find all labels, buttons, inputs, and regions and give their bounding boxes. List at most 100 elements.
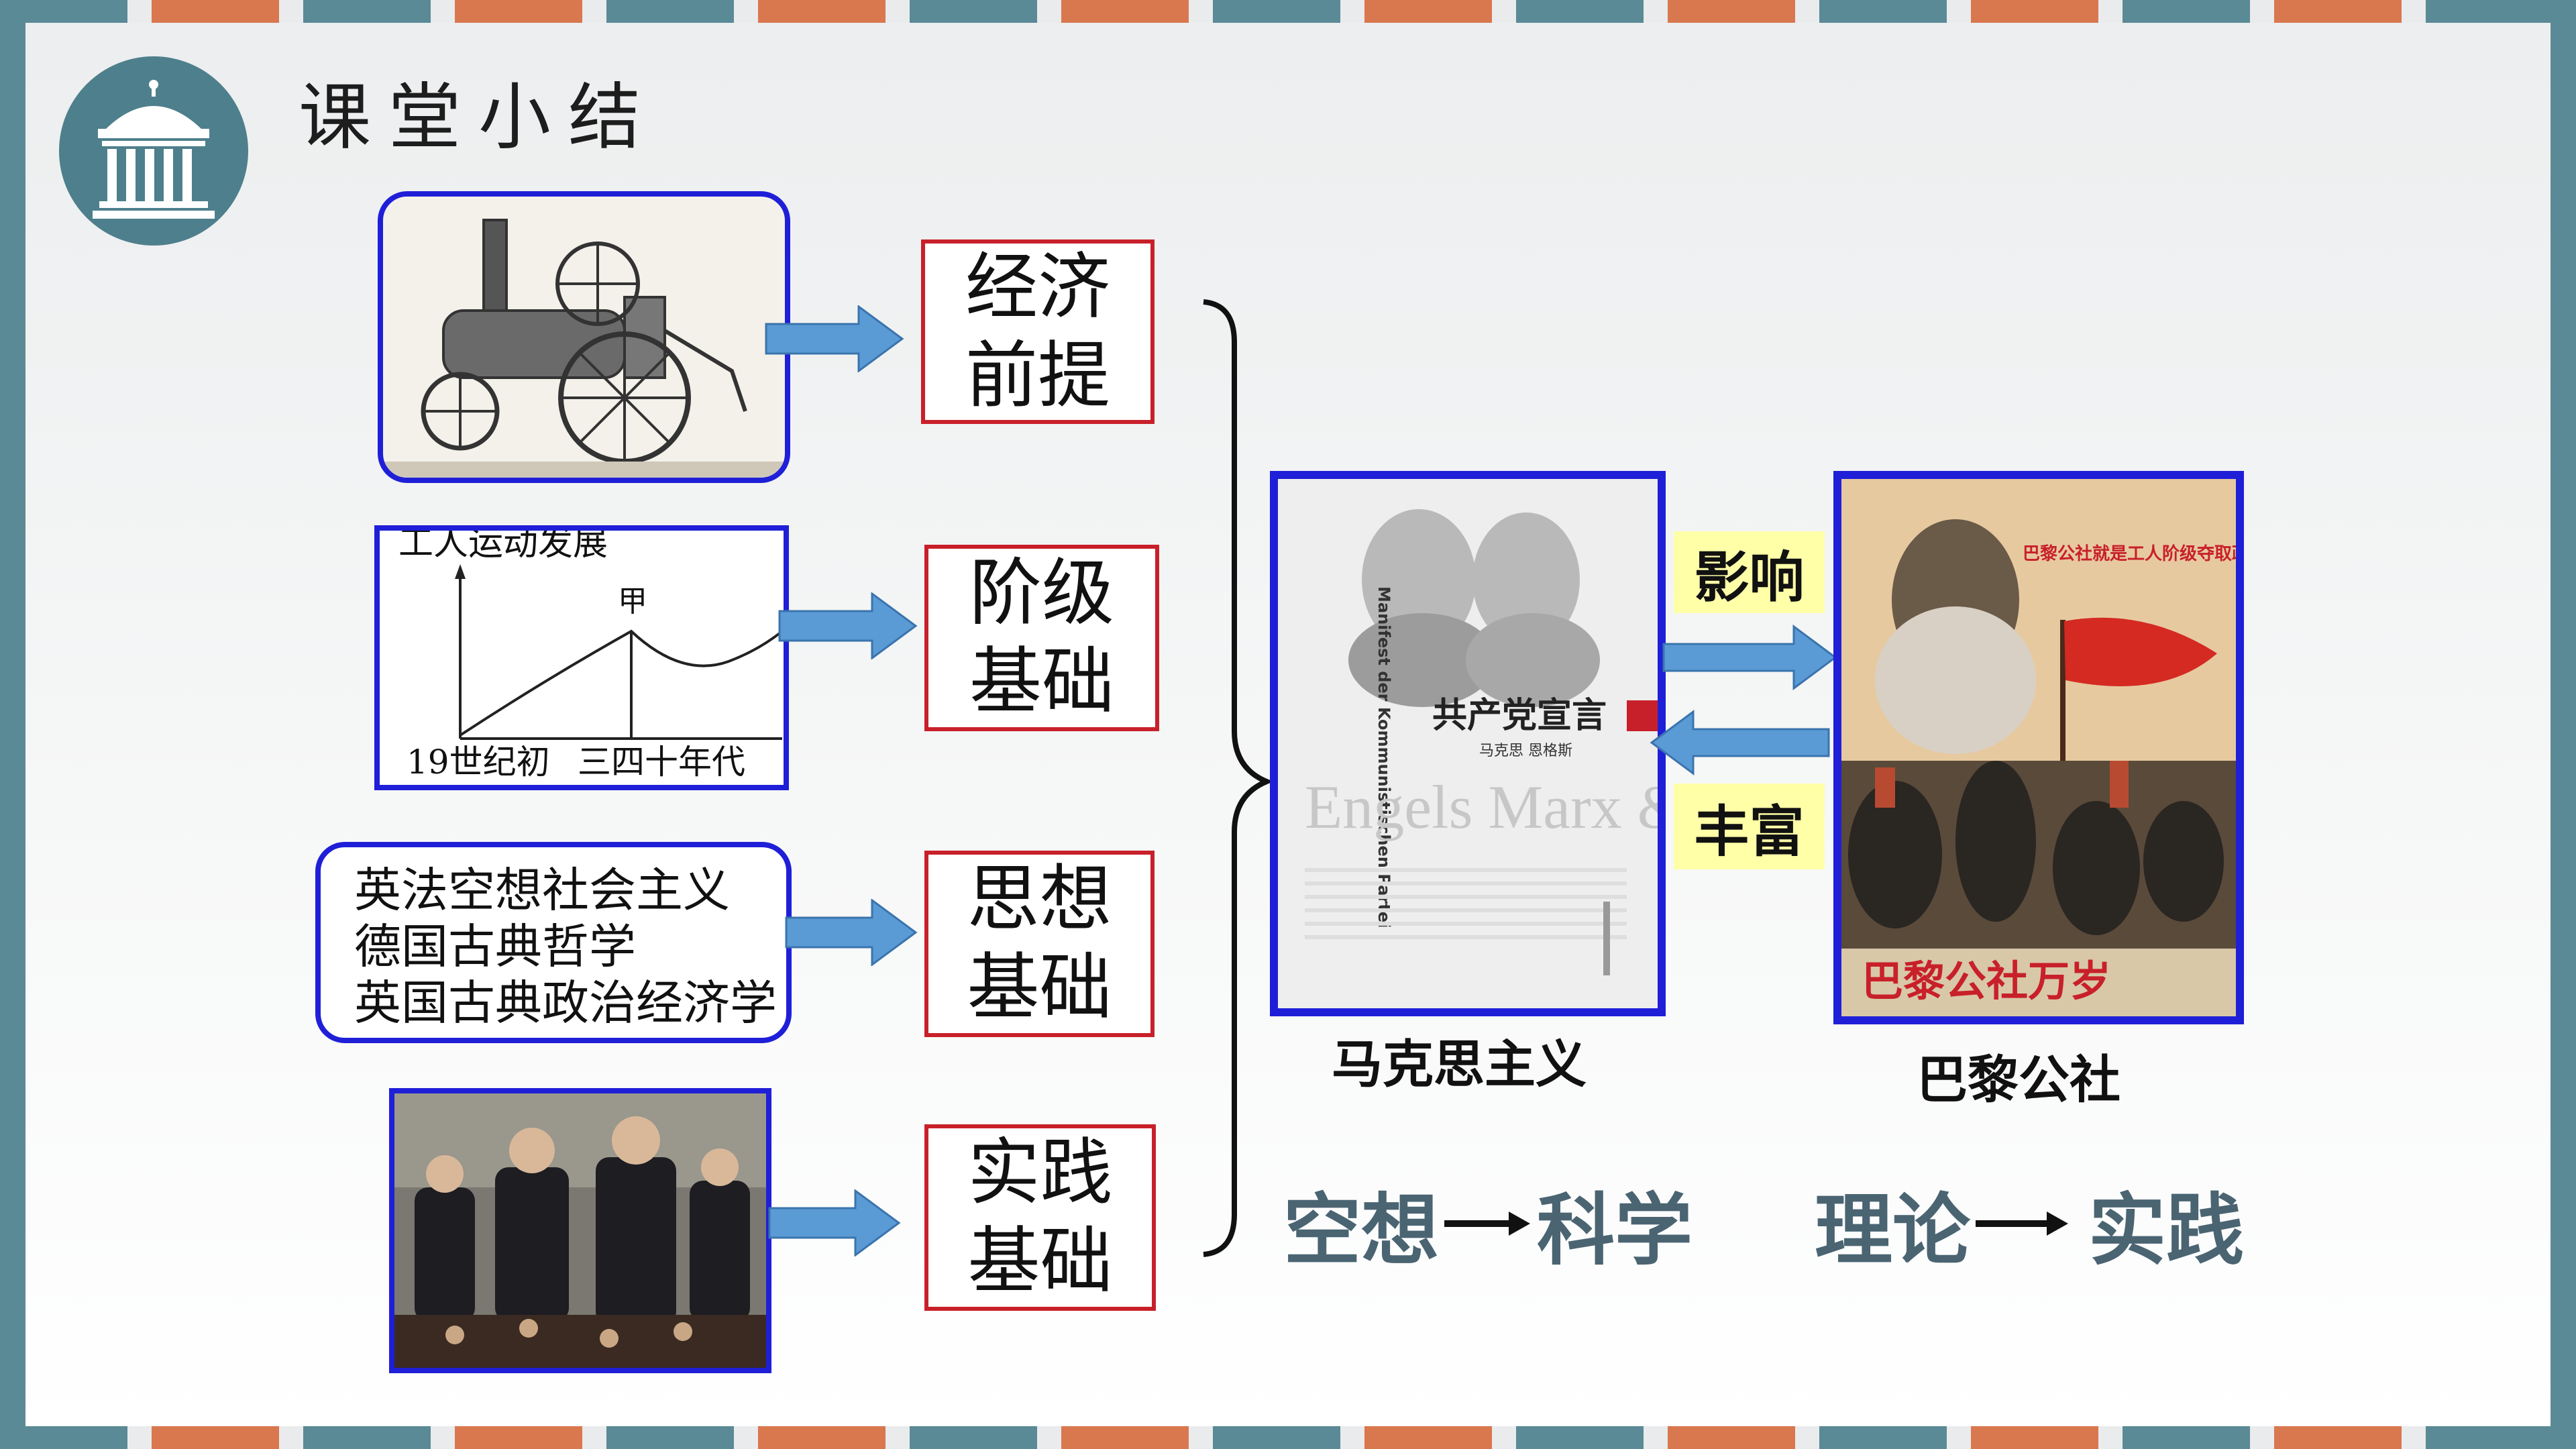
enrich-label: 丰富 [1674,784,1825,869]
page-title: 课堂小结 [299,76,659,160]
flow-to: 科学 [1537,1185,1693,1276]
chart-x-peak-label: 三四十年代 [578,743,745,782]
border-stripe-segment [431,0,455,23]
border-stripe-segment [2426,1426,2553,1449]
foundation-label-ideas: 思想 基础 [924,851,1155,1037]
arrow-right [765,305,904,372]
ideas-line: 德国古典哲学 [354,919,636,974]
border-stripe-segment [606,0,734,23]
flow-from: 空想 [1283,1185,1439,1276]
flow-utopia-to-science: 空想 科学 [1283,1167,1693,1280]
border-stripe-segment [1364,0,1492,23]
communist-manifesto-cover: Manifest der Kommunistischen Partei 共产党宣… [1270,471,1666,1016]
border-stripe-segment [1644,1426,1668,1449]
arrow-right [785,899,918,966]
steam-engine-image [378,191,790,483]
border-stripe-segment [455,0,582,23]
flow-from: 理论 [1815,1185,1970,1276]
chart-x-start-label: 19世纪初 [407,743,550,782]
border-stripe-segment [1037,0,1061,23]
border-stripe-segment [1213,1426,1340,1449]
border-stripe-segment [1971,1426,2098,1449]
workers-movement-chart: 工人运动发展 甲 19世纪初 三四十年代 [374,525,789,790]
border-stripe-segment [1819,1426,1947,1449]
cover-authors: 马克思 恩格斯 [1479,743,1572,759]
flow-theory-to-practice: 理论 实践 [1815,1167,2244,1280]
paris-commune-poster: 巴黎公社就是工人阶级夺取政权 巴黎公社万岁 [1833,471,2244,1024]
ideas-line: 英法空想社会主义 [354,863,730,918]
border-stripe-segment [1795,1426,1819,1449]
arrow-enrich-left [1650,710,1830,775]
arrow-influence-right [1662,625,1837,690]
border-stripe-segment [2274,1426,2402,1449]
foundation-label-economic: 经济 前提 [921,239,1155,424]
border-stripe-segment [1340,1426,1364,1449]
label-line: 基础 [967,1220,1113,1303]
foundation-label-class: 阶级 基础 [924,545,1159,731]
slide-logo [59,56,248,246]
border-stripe-segment [758,0,885,23]
cover-vertical-title: Manifest der Kommunistischen Partei [1375,586,1393,928]
border-stripe-segment [1061,0,1189,23]
arrow-right-icon [1444,1212,1530,1236]
border-stripe-segment [431,1426,455,1449]
border-stripe-segment [1516,1426,1644,1449]
border-stripe-segment [1947,0,1971,23]
border-stripe-segment [279,0,303,23]
arrow-right [768,1189,901,1256]
left-border [0,0,25,1449]
label-line: 实践 [967,1131,1113,1215]
border-stripe-segment [2250,1426,2274,1449]
border-stripe-segment [582,0,606,23]
border-stripe-segment [606,1426,734,1449]
border-stripe-segment [2098,1426,2123,1449]
flow-to: 实践 [2088,1185,2244,1276]
border-stripe-segment [885,1426,910,1449]
border-stripe-segment [152,0,279,23]
border-stripe-segment [1795,0,1819,23]
poster-banner-text: 巴黎公社万岁 [1862,957,2111,1006]
label-line: 前提 [965,333,1110,418]
label-line: 思想 [967,857,1112,941]
border-stripe-segment [910,1426,1037,1449]
border-stripe-segment [758,1426,885,1449]
border-stripe-segment [1668,1426,1795,1449]
border-stripe-segment [1037,1426,1061,1449]
curly-brace [1203,299,1274,1257]
border-stripe-segment [910,0,1037,23]
border-stripe-segment [885,0,910,23]
border-stripe-segment [1516,0,1644,23]
border-stripe-segment [1364,1426,1492,1449]
influence-label: 影响 [1674,531,1825,613]
border-stripe-segment [303,0,431,23]
border-stripe-segment [1644,0,1668,23]
border-stripe-segment [1189,0,1213,23]
border-stripe-segment [127,1426,152,1449]
border-stripe-segment [1340,0,1364,23]
cover-names: Engels Marx & [1305,773,1658,841]
label-line: 经济 [965,245,1110,329]
border-stripe-segment [2123,0,2250,23]
first-international-image [389,1088,771,1373]
border-stripe-segment [2274,0,2402,23]
border-stripe-segment [2402,0,2426,23]
border-stripe-segment [152,1426,279,1449]
ideas-sources-box: 英法空想社会主义 德国古典哲学 英国古典政治经济学 [315,842,792,1043]
marxism-caption: 马克思主义 [1332,1034,1587,1094]
cover-red-mark [1627,700,1658,731]
border-stripe-segment [1492,0,1516,23]
poster-top-text: 巴黎公社就是工人阶级夺取政权 [2023,543,2236,564]
cover-title: 共产党宣言 [1432,696,1607,736]
border-stripe-segment [2250,0,2274,23]
right-border [2551,0,2576,1449]
border-stripe-segment [1492,1426,1516,1449]
chart-trend-curve [459,629,784,737]
border-stripe-segment [1189,1426,1213,1449]
border-stripe-segment [1819,0,1947,23]
bottom-border-stripe [0,1426,2576,1449]
border-stripe-segment [127,0,152,23]
border-stripe-segment [303,1426,431,1449]
border-stripe-segment [1061,1426,1189,1449]
chart-y-axis-arrow [455,564,466,579]
ideas-line: 英国古典政治经济学 [354,975,777,1030]
